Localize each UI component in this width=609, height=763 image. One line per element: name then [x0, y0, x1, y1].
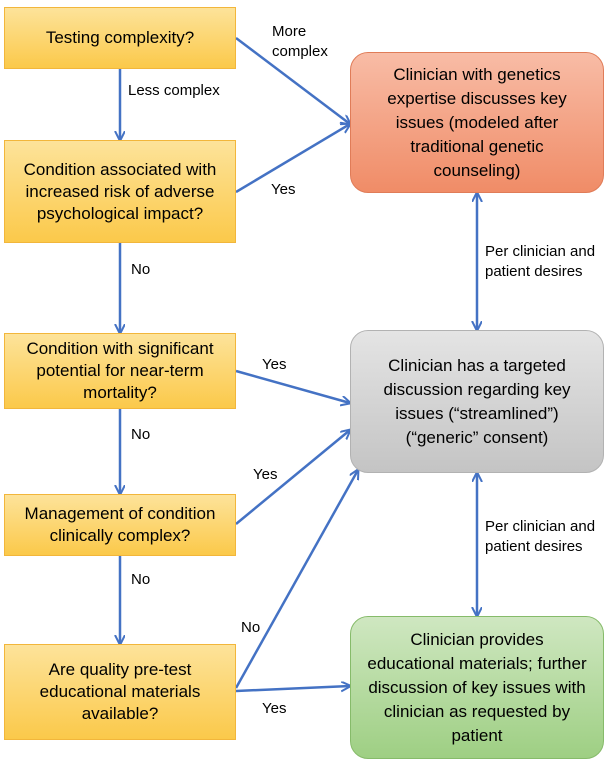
arrow-q1-to-genetics — [235, 37, 350, 124]
label-q4-yes: Yes — [253, 466, 278, 483]
question-testing-complexity: Testing complexity? — [4, 7, 236, 69]
label-link-bottom: Per clinician and patient desires — [485, 518, 596, 555]
arrow-q3-to-targeted — [235, 369, 350, 403]
question-text: Condition associated with increased risk… — [23, 159, 217, 223]
question-text: Condition with significant potential for… — [26, 339, 214, 402]
label-q5-no: No — [241, 619, 261, 636]
label-q4-no: No — [131, 571, 151, 588]
label-q2-yes: Yes — [271, 181, 296, 198]
outcome-targeted-discussion: Clinician has a targeted discussion rega… — [350, 330, 604, 473]
arrow-q5-to-targeted — [234, 470, 358, 689]
question-educational-materials: Are quality pre-test educational materia… — [4, 644, 236, 740]
outcome-text: Clinician has a targeted discussion rega… — [383, 355, 571, 447]
arrow-q2-to-genetics — [235, 124, 350, 194]
question-text: Are quality pre-test educational materia… — [39, 660, 201, 723]
question-near-term-mortality: Condition with significant potential for… — [4, 333, 236, 409]
question-text: Testing complexity? — [45, 28, 195, 47]
arrow-q4-to-targeted — [235, 430, 350, 525]
question-text: Management of condition clinically compl… — [24, 504, 216, 545]
label-q2-no: No — [131, 261, 151, 278]
label-q5-yes: Yes — [262, 700, 287, 717]
outcome-text: Clinician with genetics expertise discus… — [387, 64, 567, 180]
question-psychological-impact: Condition associated with increased risk… — [4, 140, 236, 243]
label-link-top: Per clinician and patient desires — [485, 243, 596, 280]
outcome-genetics-expertise: Clinician with genetics expertise discus… — [350, 52, 604, 193]
label-less-complex: Less complex — [128, 82, 220, 99]
label-more-complex: More complex — [272, 23, 328, 60]
outcome-text: Clinician provides educational materials… — [367, 629, 587, 745]
question-clinically-complex: Management of condition clinically compl… — [4, 494, 236, 556]
label-q3-yes: Yes — [262, 356, 287, 373]
arrow-q5-to-educational — [235, 686, 350, 691]
label-q3-no: No — [131, 426, 151, 443]
outcome-educational-materials: Clinician provides educational materials… — [350, 616, 604, 759]
